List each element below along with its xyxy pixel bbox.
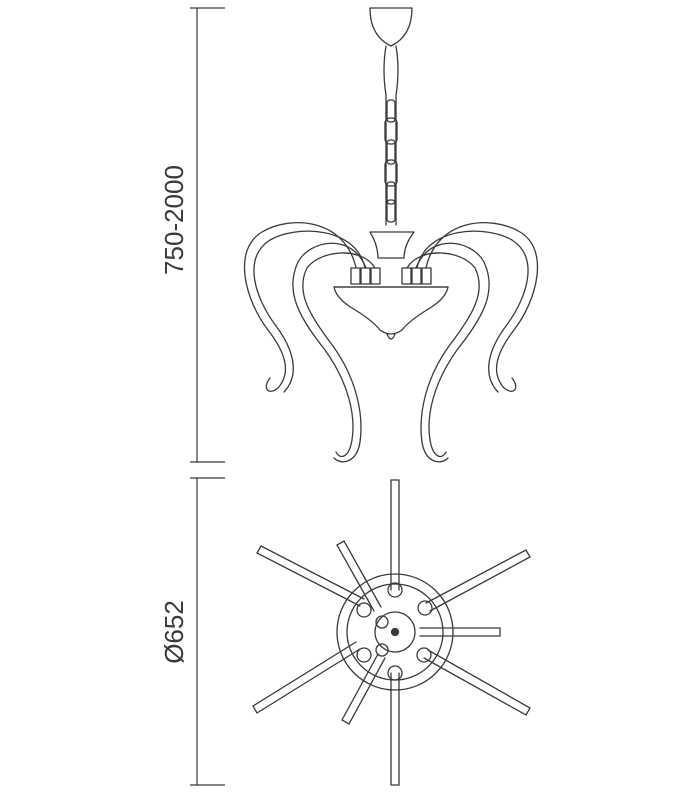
arm-inner-right [415,242,490,458]
arm-outer-left-inner [253,230,366,393]
diameter-dimension [190,477,225,786]
height-dimension-label: 750-2000 [159,165,189,275]
diameter-dimension-label: Ø652 [159,600,189,664]
arm-outer-right [425,222,539,392]
central-hub [369,231,415,259]
plan-hub-center [390,627,400,637]
ceiling-canopy [369,7,413,47]
plan-outer-ring [336,573,454,691]
plan-sockets [356,582,433,681]
plan-arms [252,479,531,786]
suspension-chain [384,99,398,223]
plan-hub-ring [374,611,416,653]
height-dimension [190,7,225,463]
arm-inner-right-inner [406,252,480,463]
top-view [252,479,531,786]
lower-bowl [333,286,449,335]
arm-outer-right-inner [416,230,529,393]
suspension-rod-right [395,45,399,226]
lower-bowl-finial [386,333,396,340]
side-view [243,7,539,463]
arm-outer-left [243,222,357,392]
arm-sockets [350,267,432,285]
suspension-rod-left [383,45,387,226]
arm-inner-left [292,242,367,458]
arm-inner-left-inner [302,252,376,463]
